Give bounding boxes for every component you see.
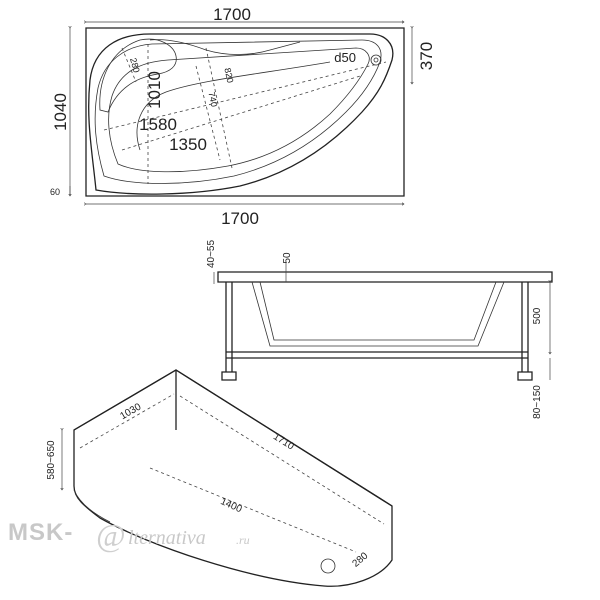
dim-line-1400 — [149, 467, 357, 553]
dim-line-1030 — [79, 393, 175, 449]
side-foot-left — [221, 371, 237, 381]
iso-top-edge — [73, 369, 393, 507]
shell-outline — [88, 33, 394, 195]
dim-line-1580 — [103, 61, 387, 131]
drain-center — [373, 57, 379, 63]
label-corner-280: 280 — [350, 550, 370, 569]
side-frame-bar — [226, 351, 528, 359]
label-drain: d50 — [334, 50, 356, 65]
label-280: 280 — [128, 57, 142, 74]
label-left-height: 1040 — [51, 93, 70, 131]
dim-line-820 — [205, 47, 233, 169]
label-rim-width: 50 — [282, 252, 293, 264]
label-1400: 1400 — [219, 496, 244, 515]
side-frame-legs — [225, 282, 529, 372]
iso-drain — [320, 558, 336, 574]
label-iso-height: 580~650 — [46, 440, 57, 480]
label-1710: 1710 — [271, 431, 296, 452]
basin-outer-line — [94, 39, 382, 184]
watermark-right: lternativa — [128, 527, 206, 549]
inner-seat-curve — [136, 61, 331, 151]
iso-bottom-curve — [73, 489, 111, 523]
side-view: 40~55 50 500 80~150 — [206, 240, 553, 419]
top-view: 1700 1700 1040 370 60 d50 1010 280 820 7… — [50, 5, 436, 228]
headrest-outline — [99, 38, 177, 113]
label-depth: 500 — [532, 307, 543, 324]
watermark-domain: .ru — [236, 533, 250, 547]
label-top-width: 1700 — [213, 5, 251, 24]
side-foot-right — [517, 371, 533, 381]
label-1580: 1580 — [139, 115, 177, 134]
iso-front-panel — [73, 369, 393, 587]
dim-line-280 — [121, 47, 137, 83]
label-rim-range: 40~55 — [206, 240, 217, 269]
label-1010: 1010 — [145, 71, 164, 109]
basin-inner-line — [108, 47, 370, 173]
label-right-offset: 370 — [417, 42, 436, 70]
side-tub-inner — [259, 281, 497, 341]
label-1030: 1030 — [118, 401, 143, 422]
outer-rim-outline — [85, 27, 405, 197]
side-rim — [217, 271, 553, 283]
label-740: 740 — [206, 91, 219, 108]
drain-circle — [370, 54, 382, 66]
label-bottom-width: 1700 — [221, 209, 259, 228]
label-1350: 1350 — [169, 135, 207, 154]
dim-line-740 — [195, 65, 221, 161]
side-tub-body — [251, 281, 505, 347]
dim-line-1710 — [179, 395, 385, 525]
iso-view: 1030 1710 580~650 1400 280 — [46, 369, 393, 587]
watermark-left: MSK- — [8, 519, 73, 546]
watermark: MSK- @ lternativa .ru — [8, 517, 250, 553]
label-820: 820 — [222, 67, 235, 84]
label-legs-range: 80~150 — [532, 385, 543, 419]
label-bottom-offset: 60 — [50, 187, 60, 197]
watermark-symbol: @ — [96, 517, 125, 553]
